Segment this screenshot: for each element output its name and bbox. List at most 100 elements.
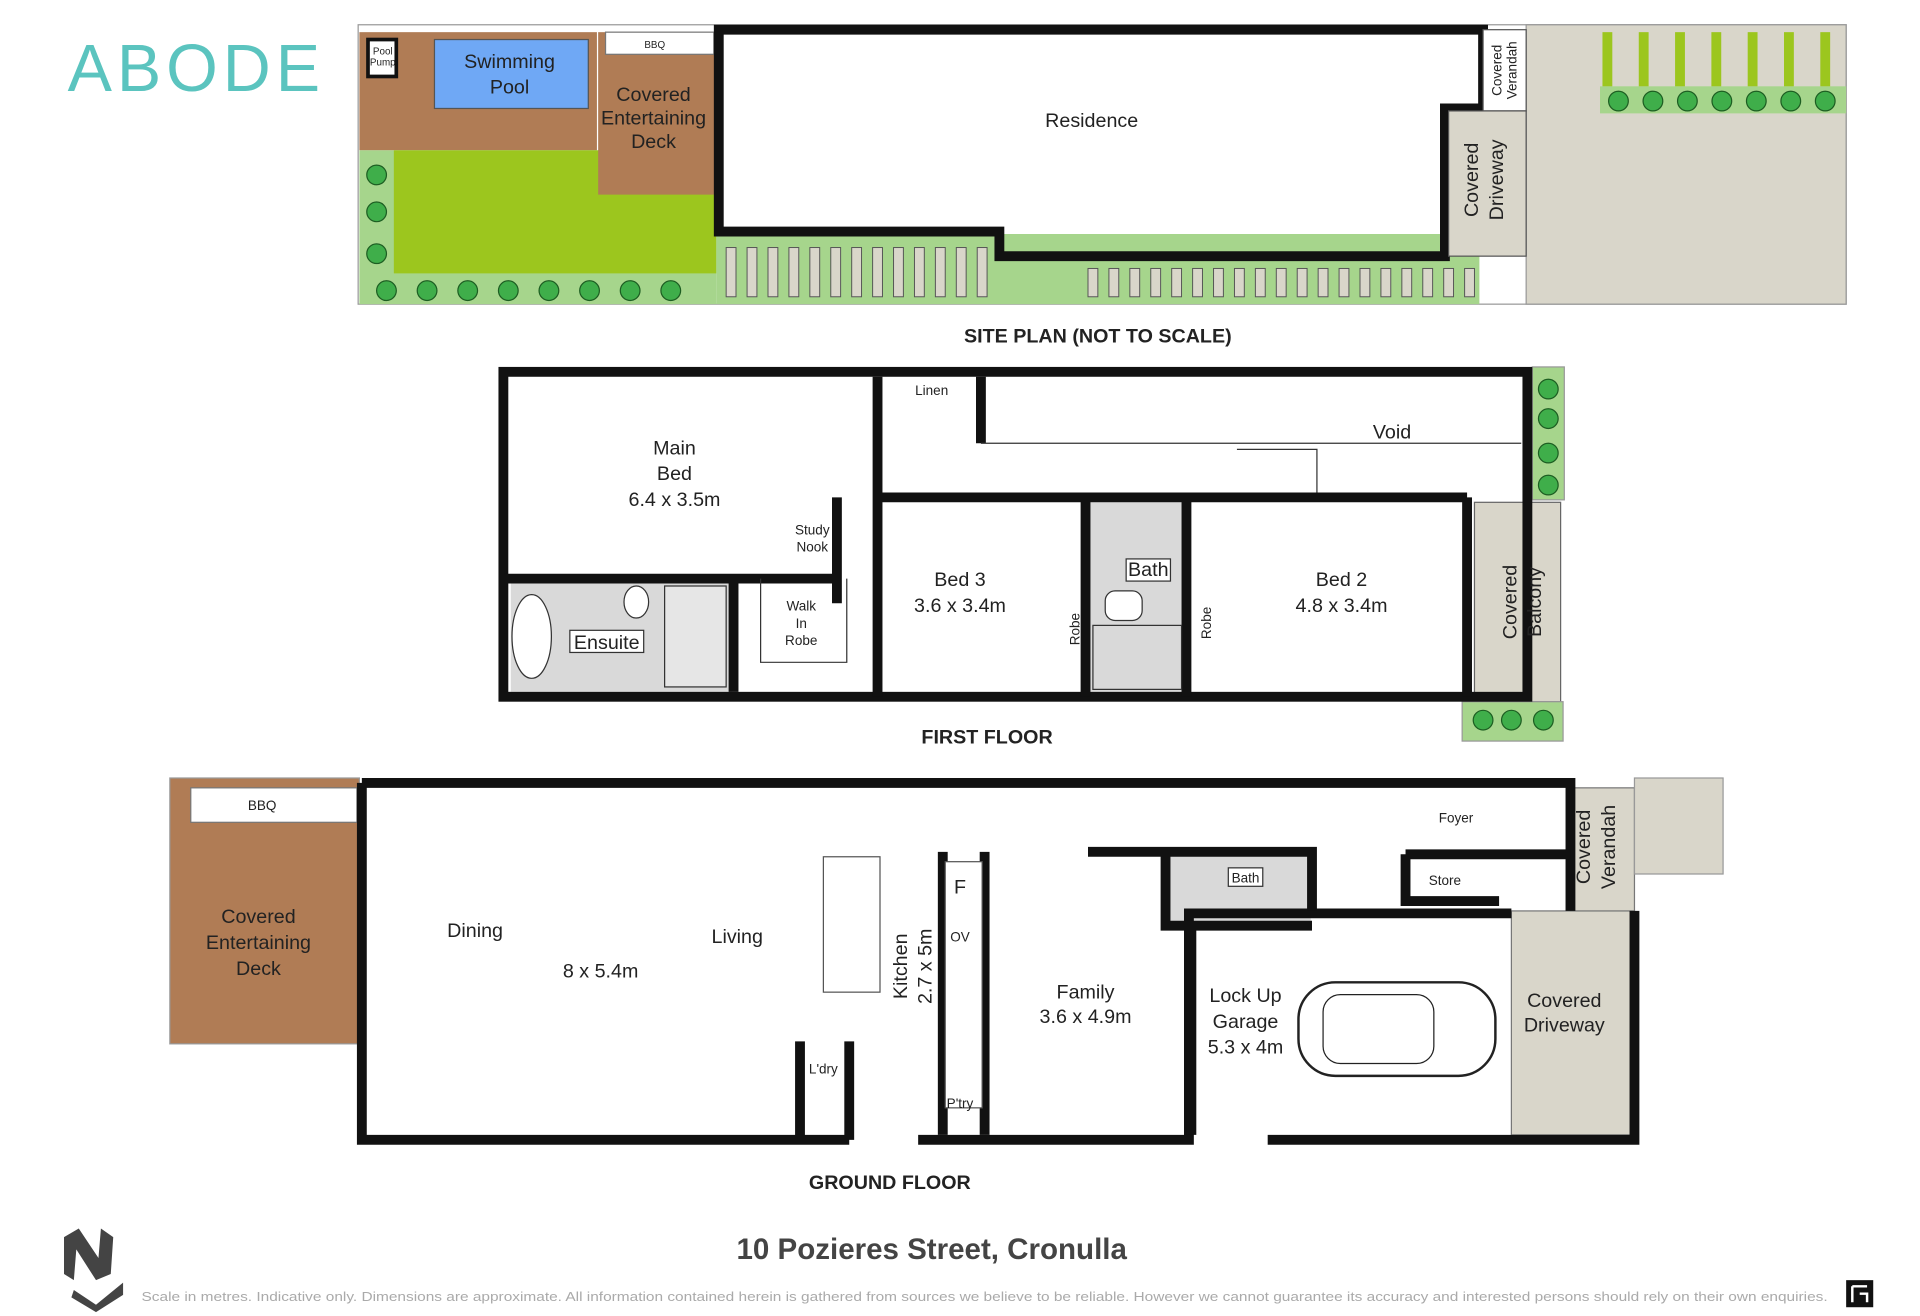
covered-deck — [598, 32, 717, 195]
svg-text:Bed 2: Bed 2 — [1316, 569, 1367, 591]
paver — [746, 247, 758, 298]
paver — [1192, 267, 1203, 298]
paver — [767, 247, 779, 298]
planter-slat — [1638, 32, 1649, 87]
paver — [1401, 267, 1413, 298]
svg-text:Driveway: Driveway — [1486, 139, 1508, 220]
plant-icon — [366, 243, 388, 265]
plant-icon — [416, 280, 438, 302]
paver — [1380, 267, 1392, 298]
plant-icon — [538, 280, 560, 302]
svg-text:Bed: Bed — [657, 463, 692, 485]
front-paving — [1525, 24, 1847, 305]
pool-pump — [366, 37, 399, 79]
svg-text:Covered: Covered — [1527, 990, 1601, 1012]
plant-icon — [579, 280, 600, 302]
svg-text:Bath: Bath — [1128, 559, 1169, 581]
plant-icon — [1676, 90, 1698, 112]
svg-text:Robe: Robe — [785, 633, 817, 648]
svg-text:Family: Family — [1057, 981, 1115, 1003]
plant-icon — [1532, 709, 1554, 731]
paver — [1443, 267, 1455, 298]
paver — [1150, 267, 1162, 298]
paver — [830, 247, 842, 298]
svg-text:Robe: Robe — [1067, 613, 1082, 645]
planter-slat — [1675, 32, 1685, 87]
paver — [1275, 267, 1287, 298]
plant-icon — [619, 280, 641, 302]
svg-text:Covered: Covered — [616, 84, 690, 106]
paver — [955, 247, 967, 298]
site-plan: Pool Pump Swimming Pool BBQ Covered Ente… — [357, 24, 1847, 347]
svg-text:Study: Study — [795, 522, 830, 537]
paver — [872, 247, 883, 298]
svg-text:Bed 3: Bed 3 — [934, 569, 985, 591]
site-plan-title: SITE PLAN (NOT TO SCALE) — [964, 325, 1232, 347]
paver — [1422, 267, 1434, 298]
paver — [809, 247, 821, 298]
ground-floor-title: GROUND FLOOR — [809, 1172, 971, 1194]
svg-text:Dining: Dining — [447, 920, 503, 942]
svg-text:Walk: Walk — [786, 599, 816, 614]
plant-icon — [1537, 378, 1559, 400]
plant-icon — [497, 280, 519, 302]
paver — [934, 247, 946, 298]
plant-icon — [1500, 709, 1522, 731]
paver — [1129, 267, 1141, 298]
plant-icon — [660, 280, 682, 302]
first-floor-title: FIRST FLOOR — [921, 727, 1052, 749]
svg-text:Nook: Nook — [797, 540, 829, 555]
paver — [1338, 267, 1350, 298]
svg-text:Verandah: Verandah — [1598, 805, 1620, 889]
svg-text:Balcony: Balcony — [1524, 567, 1546, 637]
plant-icon — [366, 201, 388, 223]
plant-icon — [1711, 90, 1733, 112]
paver — [1254, 267, 1266, 298]
svg-text:Covered: Covered — [1499, 565, 1521, 639]
plant-icon — [1745, 90, 1767, 112]
svg-text:OV: OV — [950, 930, 970, 945]
plant-icon — [1537, 408, 1559, 430]
svg-text:Bath: Bath — [1232, 871, 1260, 886]
svg-text:Foyer: Foyer — [1439, 810, 1474, 825]
svg-text:Entertaining: Entertaining — [206, 932, 311, 954]
covered-balcony — [1473, 501, 1562, 703]
first-floor-plan: Main Bed 6.4 x 3.5m Linen Void Study Noo… — [498, 366, 1565, 749]
svg-text:Pump: Pump — [370, 57, 396, 68]
plant-icon — [1608, 90, 1629, 112]
paver — [1359, 267, 1371, 298]
svg-text:Ensuite: Ensuite — [574, 632, 640, 654]
floorplan-badge-icon — [1846, 1280, 1874, 1308]
svg-text:2.7 x 5m: 2.7 x 5m — [915, 929, 937, 1005]
disclaimer: Scale in metres. Indicative only. Dimens… — [142, 1289, 1828, 1304]
plant-icon — [1537, 442, 1559, 464]
svg-text:Linen: Linen — [915, 383, 948, 398]
svg-text:BBQ: BBQ — [644, 40, 665, 51]
svg-text:Living: Living — [712, 926, 763, 948]
paver — [1171, 267, 1183, 298]
svg-text:8 x 5.4m: 8 x 5.4m — [563, 960, 639, 982]
svg-text:Deck: Deck — [631, 131, 676, 153]
svg-text:3.6 x 4.9m: 3.6 x 4.9m — [1040, 1006, 1132, 1028]
planter-slat — [1602, 32, 1613, 87]
svg-text:P'try: P'try — [947, 1096, 974, 1111]
svg-text:Main: Main — [653, 437, 696, 459]
property-address: 10 Pozieres Street, Cronulla — [736, 1233, 1127, 1266]
car-icon — [1297, 981, 1497, 1078]
svg-text:3.6 x 3.4m: 3.6 x 3.4m — [914, 595, 1006, 617]
plant-icon — [376, 280, 397, 302]
svg-text:Covered: Covered — [221, 906, 295, 928]
paver — [1464, 267, 1475, 298]
svg-text:Void: Void — [1373, 421, 1411, 443]
plant-icon — [457, 280, 479, 302]
paver — [1233, 267, 1245, 298]
paver — [976, 247, 988, 298]
paver — [1213, 267, 1224, 298]
svg-text:Covered: Covered — [1461, 143, 1483, 217]
paver — [1296, 267, 1308, 298]
svg-text:6.4 x 3.5m: 6.4 x 3.5m — [629, 489, 721, 511]
svg-text:Store: Store — [1429, 873, 1461, 888]
planter-slat — [1747, 32, 1758, 87]
